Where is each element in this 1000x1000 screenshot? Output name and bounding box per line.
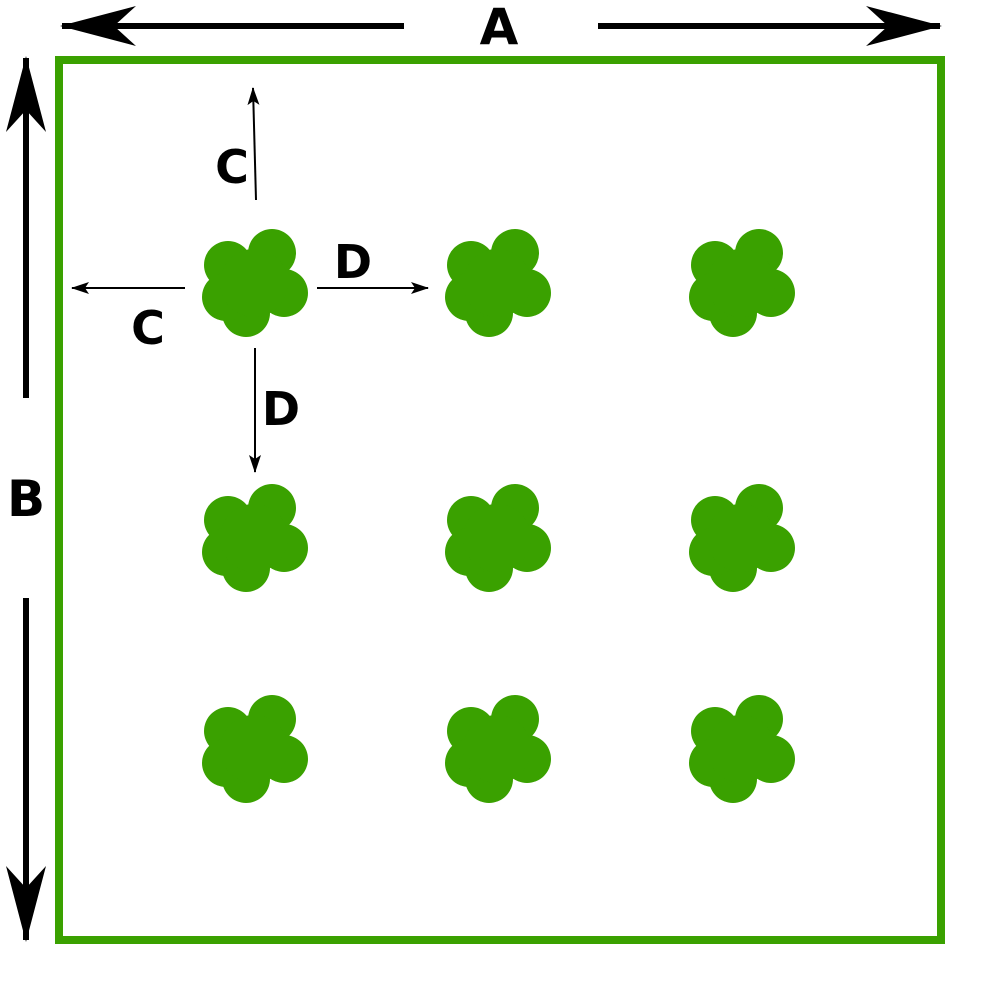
plant-icon (689, 695, 795, 803)
plant-icon (445, 695, 551, 803)
label-c-horizontal: C (131, 301, 165, 355)
plant-icon (202, 484, 308, 592)
label-b: B (7, 470, 45, 528)
plot-border (55, 56, 945, 944)
plant-icon (689, 229, 795, 337)
plant-icon (445, 229, 551, 337)
plant-icon (202, 229, 308, 337)
plant-icon (445, 484, 551, 592)
label-c-vertical: C (215, 140, 249, 194)
spacing-c-vertical-arrow (247, 87, 260, 201)
label-d-horizontal: D (334, 235, 372, 289)
plant-grid (202, 229, 795, 803)
label-a: A (480, 0, 519, 56)
plant-icon (689, 484, 795, 592)
label-d-vertical: D (262, 382, 300, 436)
plant-icon (202, 695, 308, 803)
